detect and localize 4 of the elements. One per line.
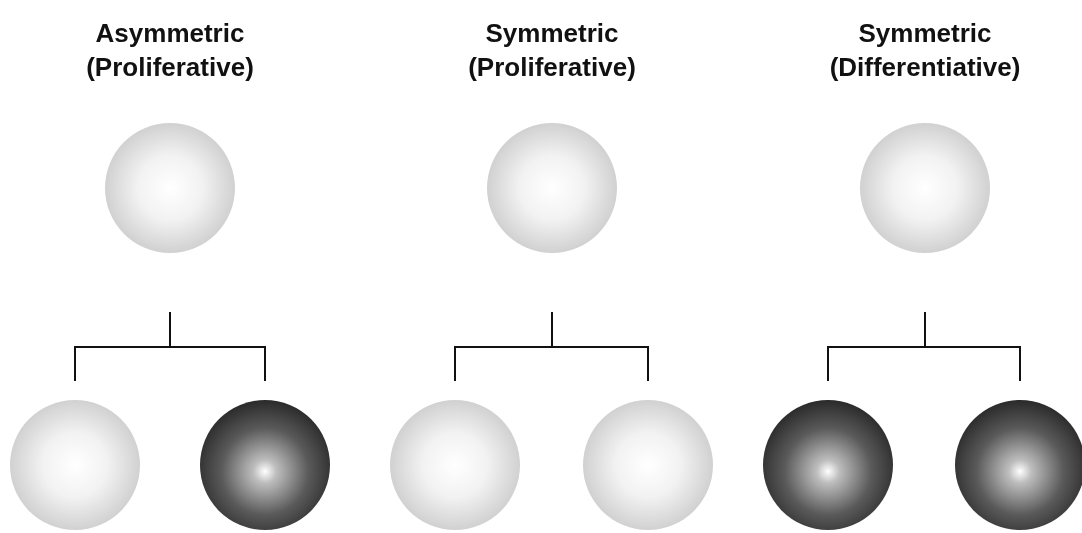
division-type-heading: Symmetric (Differentiative) [828, 17, 1022, 84]
division-connector [551, 311, 649, 382]
division-type-heading: Symmetric (Proliferative) [467, 17, 637, 84]
division-type-heading: Asymmetric (Proliferative) [85, 17, 255, 84]
